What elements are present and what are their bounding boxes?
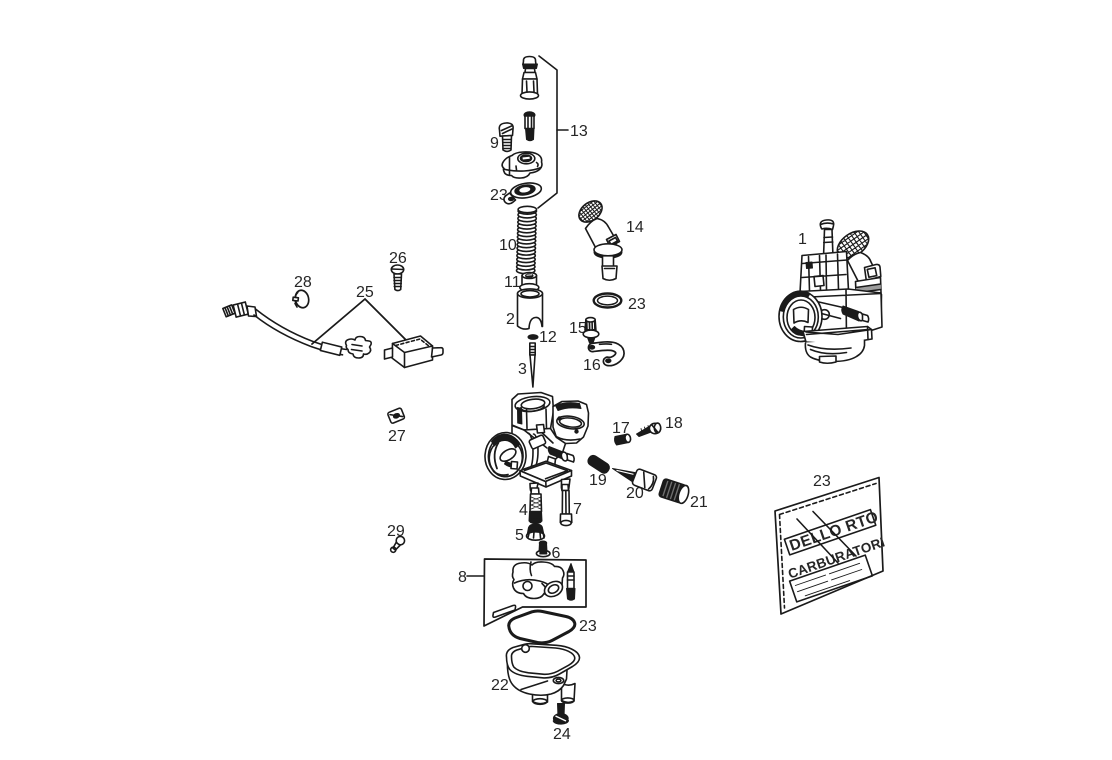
svg-text:11: 11	[504, 274, 521, 291]
svg-text:5: 5	[515, 527, 524, 544]
svg-text:19: 19	[589, 472, 607, 489]
svg-text:10: 10	[499, 237, 517, 254]
svg-text:27: 27	[388, 428, 406, 445]
svg-text:23: 23	[579, 618, 597, 635]
svg-text:18: 18	[665, 415, 683, 432]
svg-text:23: 23	[813, 473, 831, 490]
svg-text:15: 15	[569, 320, 587, 337]
svg-text:22: 22	[491, 677, 509, 694]
svg-text:21: 21	[690, 494, 708, 511]
svg-text:24: 24	[553, 726, 571, 743]
svg-text:20: 20	[626, 485, 644, 502]
svg-text:14: 14	[626, 219, 644, 236]
svg-text:6: 6	[552, 545, 561, 562]
svg-text:13: 13	[570, 123, 588, 140]
svg-text:8: 8	[458, 569, 467, 586]
svg-text:7: 7	[573, 501, 582, 518]
svg-text:17: 17	[612, 420, 630, 437]
svg-text:2: 2	[506, 311, 515, 328]
svg-text:26: 26	[389, 250, 407, 267]
svg-text:25: 25	[356, 284, 374, 301]
svg-text:1: 1	[798, 231, 807, 248]
svg-text:3: 3	[518, 361, 527, 378]
svg-text:28: 28	[294, 274, 312, 291]
svg-text:12: 12	[539, 329, 557, 346]
svg-text:23: 23	[628, 296, 646, 313]
svg-text:9: 9	[490, 135, 499, 152]
svg-text:16: 16	[583, 357, 601, 374]
svg-text:4: 4	[519, 502, 528, 519]
